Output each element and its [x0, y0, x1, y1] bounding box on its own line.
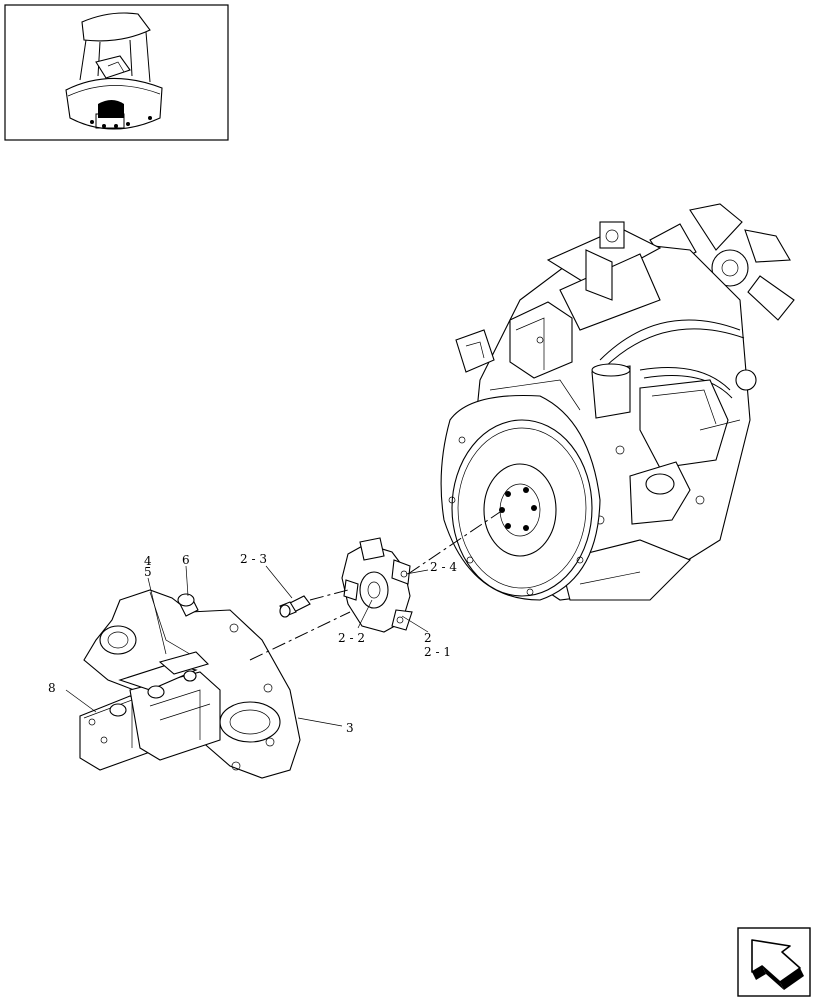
coupling-assembly[interactable]	[341, 537, 413, 633]
location-thumbnail[interactable]	[4, 4, 229, 141]
return-arrow-icon	[751, 939, 804, 990]
machine-thumbnail-icon	[65, 12, 163, 130]
callout-4[interactable]: 4	[144, 554, 152, 568]
leader-lines	[65, 565, 429, 727]
coupling-bolt[interactable]	[279, 595, 311, 618]
engine-assembly	[440, 203, 795, 601]
callout-labels: 4 5 6 8 3 2 - 3 2 - 4 2 - 2 2 2 - 1	[48, 552, 457, 735]
callout-5[interactable]: 5	[144, 565, 152, 579]
callout-8[interactable]: 8	[48, 681, 56, 695]
callout-2-4[interactable]: 2 - 4	[430, 560, 457, 574]
callout-3[interactable]: 3	[346, 721, 354, 735]
callout-2-1[interactable]: 2 - 1	[424, 645, 451, 659]
callout-2-2[interactable]: 2 - 2	[338, 631, 365, 645]
hydraulic-pump[interactable]	[79, 651, 221, 771]
return-navigation-button[interactable]	[737, 927, 811, 997]
callout-2-3[interactable]: 2 - 3	[240, 552, 267, 566]
alignment-lines	[249, 511, 501, 661]
callout-2[interactable]: 2	[424, 631, 432, 645]
callout-6[interactable]: 6	[182, 553, 190, 567]
